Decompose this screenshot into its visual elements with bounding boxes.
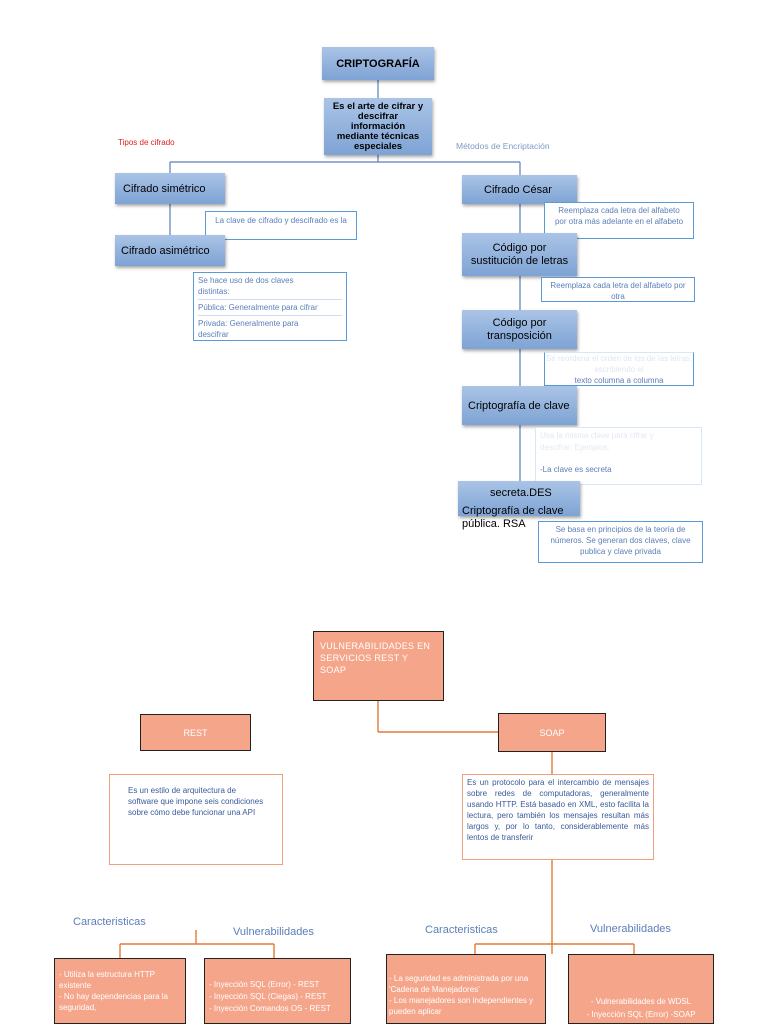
crypto-title: CRIPTOGRAFÍA (336, 57, 420, 70)
crypto-definition: Es el arte de cifrar y descifrar informa… (332, 100, 424, 152)
rest-vuln-3: - Inyección Comandos OS - REST (209, 1004, 331, 1013)
public-key-label: Criptografía de clave pública. RSA (462, 505, 564, 530)
soap-characteristics-box: - La seguridad es administrada por una '… (386, 954, 546, 1024)
public-key-note: Se basa en principios de la teoría de nú… (538, 521, 703, 563)
asymmetric-box: Cifrado asimétrico (115, 235, 225, 266)
secret-note-faint-1: Usa la misma clave para cifrar y (540, 431, 654, 440)
soap-vuln-2: - Inyección SQL (Error) -SOAP (586, 1010, 696, 1019)
crypto-definition-box: Es el arte de cifrar y descifrar informa… (324, 98, 432, 155)
transposition-box: Código por transposición (462, 310, 577, 349)
soap-box: SOAP (498, 713, 606, 752)
des-label: secreta.DES (490, 487, 552, 499)
asymmetric-note-line2: Pública: Generalmente para cifrar (198, 303, 318, 312)
secret-key-label: Criptografía de clave (468, 399, 570, 412)
secret-note-faint-2: descifrar. Ejemplos: (540, 443, 610, 452)
rest-vuln-1: - Inyección SQL (Error) - REST (209, 980, 320, 989)
secret-key-note: Usa la misma clave para cifrar y descifr… (535, 427, 702, 485)
rest-vuln-2: - Inyección SQL (Ciegas) - REST (209, 992, 327, 1001)
rest-label: REST (183, 727, 208, 738)
soap-char-1: - La seguridad es administrada por una '… (389, 974, 529, 994)
vuln-title-box: VULNERABILIDADES EN SERVICIOS REST Y SOA… (313, 631, 444, 701)
methods-label: Métodos de Encriptación (456, 141, 550, 151)
substitution-box: Código por sustitución de letras (462, 233, 577, 276)
vuln-title: VULNERABILIDADES EN SERVICIOS REST Y SOA… (320, 641, 431, 675)
soap-char-2: - Los manejadores son independientes y p… (389, 996, 534, 1016)
rest-characteristics-box: - Utiliza la estructura HTTP existente -… (54, 958, 186, 1024)
transposition-note: Se reordena el orden de los de las letra… (544, 352, 694, 386)
soap-characteristics-label: Caracteristicas (425, 924, 498, 936)
public-key-box (458, 481, 580, 516)
asymmetric-note: Se hace uso de dos claves distintas: Púb… (193, 272, 347, 341)
soap-vuln-1: - Vulnerabilidades de WDSL (590, 997, 692, 1006)
transposition-note-faint: Se reordena el orden de los de las letra… (545, 354, 693, 374)
transposition-note-text: texto columna a columna (574, 376, 664, 385)
caesar-box: Cifrado César (462, 175, 577, 204)
rest-char-1: - Utiliza la estructura HTTP existente (59, 970, 155, 990)
rest-description: Es un estilo de arquitectura de software… (109, 774, 283, 865)
types-label: Tipos de cifrado (118, 138, 175, 147)
substitution-note: Reemplaza cada letra del alfabeto por ot… (541, 277, 695, 302)
caesar-note: Reemplaza cada letra del alfabeto por ot… (544, 202, 694, 239)
rest-vulnerabilities-label: Vulnerabilidades (233, 926, 314, 938)
symmetric-label: Cifrado simétrico (123, 182, 206, 195)
caesar-label: Cifrado César (484, 183, 552, 196)
soap-vulnerabilities-box: - Vulnerabilidades de WDSL - Inyección S… (568, 954, 714, 1024)
rest-box: REST (140, 714, 251, 751)
symmetric-box: Cifrado simétrico (115, 173, 225, 204)
substitution-label: Código por sustitución de letras (470, 241, 569, 267)
rest-char-2: - No hay dependencias para la seguridad, (59, 992, 168, 1012)
transposition-label: Código por transposición (487, 316, 552, 342)
asymmetric-label: Cifrado asimétrico (121, 244, 210, 257)
asymmetric-note-line1: Se hace uso de dos claves distintas: (198, 276, 294, 296)
rest-vulnerabilities-box: - Inyección SQL (Error) - REST - Inyecci… (204, 958, 351, 1024)
soap-vulnerabilities-label: Vulnerabilidades (590, 923, 671, 935)
crypto-title-box: CRIPTOGRAFÍA (322, 47, 434, 80)
asymmetric-note-line3: Privada: Generalmente para descifrar (198, 319, 299, 339)
secret-note-text: -La clave es secreta (540, 465, 612, 474)
secret-key-box: Criptografía de clave (462, 386, 577, 425)
rest-characteristics-label: Caracteristicas (73, 916, 146, 928)
symmetric-note: La clave de cifrado y descifrado es la (205, 211, 357, 240)
soap-label: SOAP (539, 727, 565, 738)
soap-description: Es un protocolo para el intercambio de m… (462, 774, 654, 860)
